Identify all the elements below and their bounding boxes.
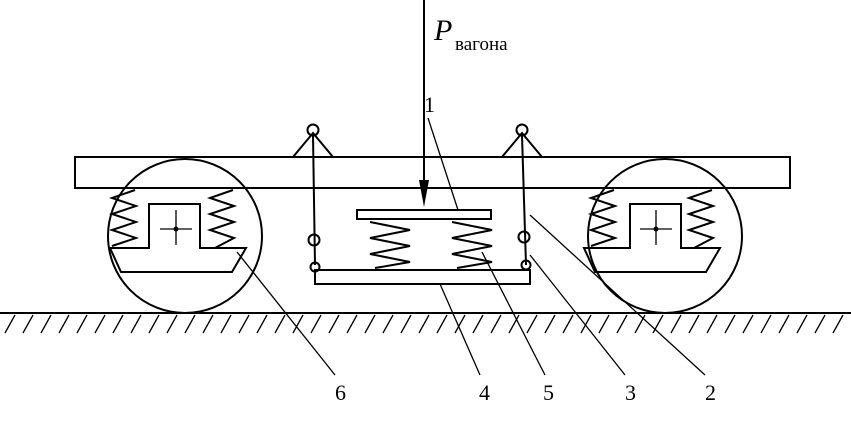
left-hanger-rod [312,134,316,266]
ground-hatch-line [328,314,340,334]
central-spring-right [451,221,493,269]
ground-hatch-line [814,314,826,334]
ground-hatch-line [436,314,448,334]
label-3: 3 [625,380,636,405]
axle-spring-left-outer [108,189,140,247]
ground-hatch-line [184,314,196,334]
upper-plate [356,209,492,220]
left-wheel [107,158,263,314]
ground-hatch-line [346,314,358,334]
ground-hatch-line [832,314,844,334]
ground-hatch-line [76,314,88,334]
ground-hatch-line [580,314,592,334]
label-2: 2 [705,380,716,405]
ground-hatch-line [526,314,538,334]
label-6: 6 [335,380,346,405]
ground-hatch-line [238,314,250,334]
bogie-frame [74,156,791,189]
axle-spring-right-inner [685,189,717,249]
ground-hatch-line [148,314,160,334]
ground-hatch-line [256,314,268,334]
ground [0,312,851,334]
ground-hatch-line [166,314,178,334]
ground-hatch-line [274,314,286,334]
label-1: 1 [424,92,435,117]
right-hanger-rod [521,134,527,266]
ground-hatch-line [382,314,394,334]
right-wheel [587,158,743,314]
hinge-top-left [306,123,320,137]
ground-hatch-line [364,314,376,334]
load-symbol: P [433,14,452,47]
ground-hatch-line [562,314,574,334]
ground-hatch-line [472,314,484,334]
lower-plate [314,269,531,285]
axle-spring-right-outer [587,189,619,247]
ground-hatch-line [634,314,646,334]
label-5: 5 [543,380,554,405]
ground-hatch-line [796,314,808,334]
ground-hatch-line [490,314,502,334]
ground-hatch-line [220,314,232,334]
ground-hatch-line [544,314,556,334]
ground-hatch-line [706,314,718,334]
right-axle-box [582,203,722,273]
right-bracket [501,131,543,158]
ground-hatch-line [778,314,790,334]
ground-hatch-line [292,314,304,334]
axle-spring-left-inner [206,189,238,249]
ground-hatch-line [670,314,682,334]
leader-lines [236,117,706,376]
ground-hatch-line [760,314,772,334]
ground-hatch-line [598,314,610,334]
hinge-mid-right [517,230,531,244]
ground-hatch-line [652,314,664,334]
load-subscript: вагона [455,34,508,55]
ground-hatch-line [4,314,16,334]
ground-hatch-line [94,314,106,334]
ground-hatch-line [22,314,34,334]
ground-hatch-line [616,314,628,334]
hinge-mid-left [307,233,321,247]
ground-hatch-line [130,314,142,334]
ground-hatch-line [112,314,124,334]
left-axle-box [108,203,248,273]
ground-hatch-line [400,314,412,334]
ground-hatch-line [454,314,466,334]
load-arrow [419,0,429,207]
left-bracket [292,131,334,158]
ground-hatch-line [40,314,52,334]
hinge-top-right [515,123,529,137]
ground-hatch-line [724,314,736,334]
ground-hatch-line [508,314,520,334]
label-4: 4 [479,380,490,405]
ground-hatch-line [688,314,700,334]
ground-hatch-line [58,314,70,334]
central-spring-left [369,221,411,269]
ground-hatch-line [418,314,430,334]
ground-hatch-line [310,314,322,334]
ground-hatch-line [742,314,754,334]
ground-hatch-line [202,314,214,334]
